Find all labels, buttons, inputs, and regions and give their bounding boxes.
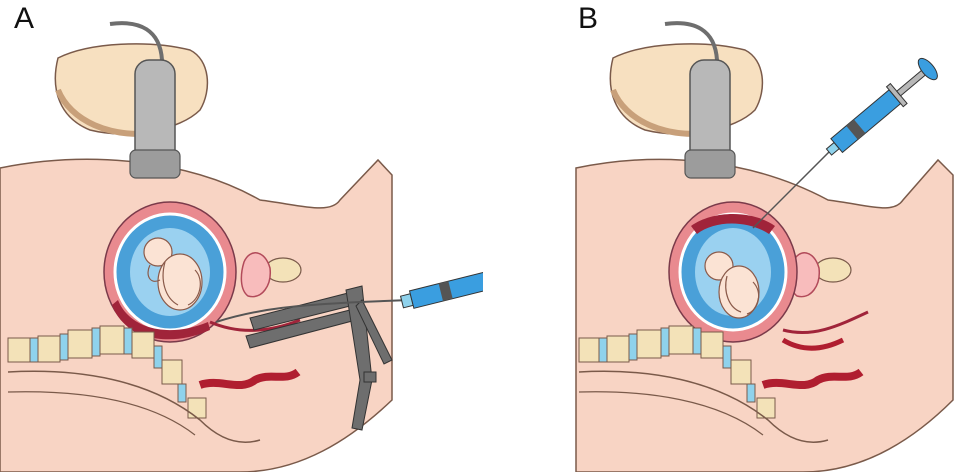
syringe-b xyxy=(821,55,941,162)
panel-a-transcervical: A xyxy=(0,0,483,472)
hand-holding-probe xyxy=(610,23,762,178)
pubic-bone xyxy=(815,258,851,282)
syringe-a xyxy=(399,254,483,316)
hand-holding-probe xyxy=(55,23,207,178)
illustration-a xyxy=(0,0,483,472)
illustration-b xyxy=(483,0,966,472)
panel-b-transabdominal: B xyxy=(483,0,966,472)
